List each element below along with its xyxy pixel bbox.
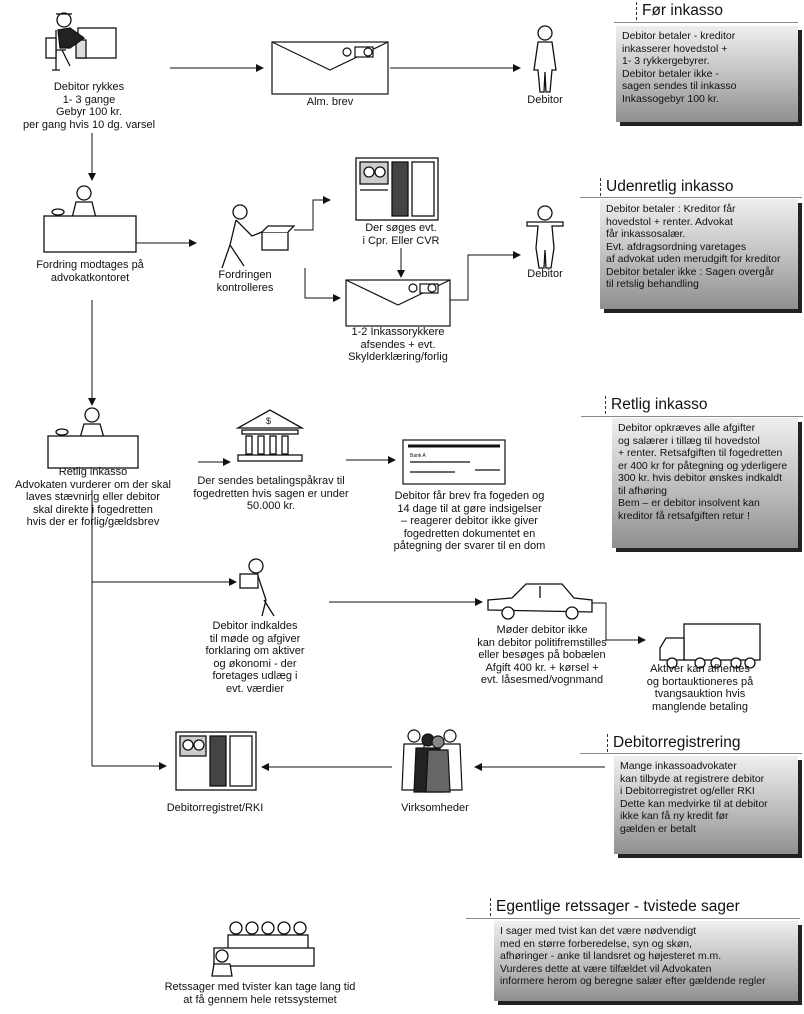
- caption-debitor-2: Debitor: [527, 268, 563, 280]
- bank-symbol-label: $: [266, 416, 271, 426]
- header-retlig-text: Retlig inkasso: [611, 396, 708, 413]
- caption-virksomheder: Virksomheder: [401, 802, 469, 814]
- icon-labels: Bank A $: [266, 416, 427, 459]
- caption-kontrolleres: Fordringen kontrolleres: [216, 269, 274, 294]
- caption-moeder: Møder debitor ikke kan debitor politifre…: [477, 624, 607, 686]
- caption-retssager: Retssager med tvister kan tage lang tid …: [164, 981, 356, 1006]
- caption-debitor-rykkes: Debitor rykkes 1- 3 gange Gebyr 100 kr. …: [22, 81, 156, 131]
- person-carrying-icon: [239, 558, 275, 617]
- caption-debitor-1: Debitor: [527, 94, 563, 106]
- info-box-debitorregistrering: Mange inkassoadvokater kan tilbyde at re…: [614, 756, 798, 854]
- letter-icon-2: [345, 279, 451, 327]
- header-debitorregistrering: Debitorregistrering: [607, 734, 741, 752]
- header-udenretlig: Udenretlig inkasso: [600, 178, 734, 196]
- caption-brev-fogeden: Debitor får brev fra fogeden og 14 dage …: [393, 490, 546, 552]
- letter-icon: [271, 41, 389, 95]
- rule-retlig: [581, 416, 803, 417]
- cheque-icon: [402, 439, 506, 485]
- caption-inkassorykkere: 1-2 Inkassorykkere afsendes + evt. Skyld…: [348, 326, 448, 363]
- header-debitorregistrering-text: Debitorregistrering: [613, 734, 741, 751]
- caption-retlig-inkasso: Retlig inkasso Advokaten vurderer om der…: [15, 466, 171, 528]
- truck-icon: [659, 623, 761, 669]
- court-building-icon: [235, 409, 305, 462]
- cheque-bank-label: Bank A: [410, 453, 427, 459]
- inspector-person-icon: [221, 204, 296, 269]
- rule-for-inkasso: [614, 22, 798, 23]
- info-box-udenretlig: Debitor betaler : Kreditor får hovedstol…: [600, 199, 798, 309]
- computer-cabinet-icon: [355, 157, 439, 221]
- info-box-for-inkasso: Debitor betaler - kreditor inkasserer ho…: [616, 26, 798, 122]
- caption-fordring: Fordring modtages på advokatkontoret: [36, 259, 144, 284]
- companies-group-icon: [401, 729, 463, 793]
- header-egentlige-text: Egentlige retssager - tvistede sager: [496, 898, 740, 915]
- rule-udenretlig: [580, 197, 802, 198]
- header-egentlige: Egentlige retssager - tvistede sager: [490, 898, 740, 916]
- debitor-person-icon: [533, 25, 557, 93]
- computer-cabinet-icon-2: [175, 731, 257, 791]
- caption-alm-brev: Alm. brev: [306, 96, 354, 108]
- caption-indkaldes: Debitor indkaldes til møde og afgiver fo…: [205, 620, 305, 695]
- header-udenretlig-text: Udenretlig inkasso: [606, 178, 734, 195]
- reception-desk-icon: [43, 185, 137, 253]
- desk-worker-icon: [45, 12, 117, 71]
- header-for-inkasso: Før inkasso: [636, 2, 723, 20]
- header-retlig: Retlig inkasso: [605, 396, 708, 414]
- reception-desk-icon-2: [47, 407, 139, 469]
- caption-soeges: Der søges evt. i Cpr. Eller CVR: [362, 222, 440, 247]
- caption-betalingspaakrav: Der sendes betalingspåkrav til fogedrett…: [193, 475, 349, 512]
- info-box-retlig: Debitor opkræves alle afgifter og salære…: [612, 418, 798, 548]
- rule-egentlige: [466, 918, 800, 919]
- car-icon: [487, 583, 593, 620]
- debitor-person-icon-2: [526, 205, 564, 269]
- rule-debitorregistrering: [580, 753, 802, 754]
- caption-aktiver: Aktiver kan afhentes og bortauktioneres …: [646, 663, 754, 713]
- info-box-egentlige: I sager med tvist kan det være nødvendig…: [494, 921, 798, 1001]
- caption-debitorregistret: Debitorregistret/RKI: [166, 802, 264, 814]
- courtroom-icon: [211, 921, 315, 977]
- header-for-inkasso-text: Før inkasso: [642, 2, 723, 19]
